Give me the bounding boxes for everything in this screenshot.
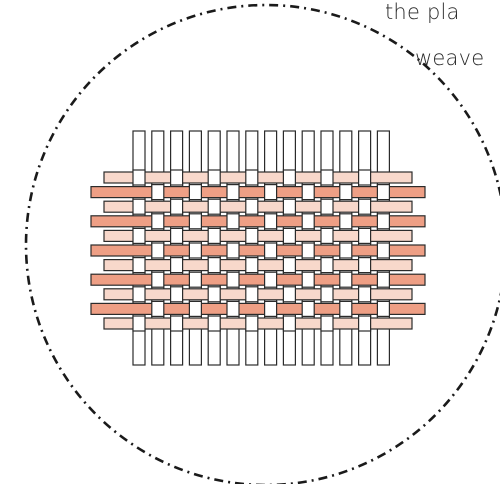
warp-over-segment <box>152 272 164 287</box>
warp-over-segment <box>133 170 145 185</box>
weft-thread <box>91 245 425 256</box>
warp-over-segment <box>265 243 277 258</box>
warp-over-segment <box>321 287 333 302</box>
warp-over-segment <box>227 185 239 200</box>
warp-over-segment <box>227 214 239 229</box>
warp-over-segment <box>133 258 145 273</box>
warp-over-segment <box>133 228 145 243</box>
warp-over-segment <box>359 199 371 214</box>
warp-over-segment <box>359 170 371 185</box>
warp-over-segment <box>377 214 389 229</box>
warp-over-segment <box>133 199 145 214</box>
warp-over-segment <box>189 214 201 229</box>
warp-over-segment <box>171 287 183 302</box>
warp-over-segment <box>359 228 371 243</box>
warp-over-segment <box>171 316 183 331</box>
caption-line-2: weave <box>415 46 484 70</box>
warp-over-segment <box>246 287 258 302</box>
warp-over-segment <box>377 243 389 258</box>
warp-over-segment <box>321 316 333 331</box>
warp-over-segment <box>152 301 164 316</box>
warp-over-segment <box>171 199 183 214</box>
warp-over-segment <box>171 258 183 273</box>
warp-over-segment <box>227 272 239 287</box>
warp-over-segment <box>133 287 145 302</box>
warp-over-segment <box>171 170 183 185</box>
warp-over-segment <box>283 170 295 185</box>
warp-over-segment <box>171 228 183 243</box>
weft-thread <box>91 187 425 198</box>
warp-over-segment <box>340 214 352 229</box>
warp-over-segment <box>302 243 314 258</box>
warp-over-segment <box>227 243 239 258</box>
weft-thread <box>91 274 425 285</box>
warp-over-segment <box>377 301 389 316</box>
warp-over-segment <box>340 243 352 258</box>
weft-thread <box>91 303 425 314</box>
warp-over-segment <box>208 228 220 243</box>
warp-over-segment <box>283 316 295 331</box>
warp-over-segment <box>340 272 352 287</box>
warp-over-segment <box>133 316 145 331</box>
warp-over-segment <box>283 258 295 273</box>
warp-over-segment <box>246 228 258 243</box>
warp-over-segment <box>189 272 201 287</box>
warp-over-segment <box>265 272 277 287</box>
warp-over-segment <box>359 316 371 331</box>
warp-over-segment <box>283 228 295 243</box>
warp-over-segment <box>283 199 295 214</box>
warp-over-segment <box>189 301 201 316</box>
warp-over-segment <box>340 301 352 316</box>
warp-over-segment <box>152 214 164 229</box>
warp-over-segment <box>283 287 295 302</box>
warp-over-segment <box>152 185 164 200</box>
warp-over-segment <box>265 214 277 229</box>
warp-over-segment <box>208 287 220 302</box>
woven-fabric-illustration <box>91 131 425 365</box>
warp-over-segment <box>246 316 258 331</box>
warp-over-segment <box>321 228 333 243</box>
warp-over-segment <box>302 214 314 229</box>
warp-over-segment <box>359 287 371 302</box>
warp-over-segment <box>246 170 258 185</box>
warp-over-segment <box>227 301 239 316</box>
warp-over-segment <box>359 258 371 273</box>
warp-over-segment <box>189 243 201 258</box>
warp-over-segment <box>377 185 389 200</box>
warp-over-segment <box>208 170 220 185</box>
warp-over-segment <box>302 272 314 287</box>
warp-over-segment <box>377 272 389 287</box>
warp-over-segment <box>208 199 220 214</box>
warp-over-segment <box>152 243 164 258</box>
warp-over-segment <box>321 199 333 214</box>
warp-over-segment <box>302 185 314 200</box>
warp-over-segment <box>321 170 333 185</box>
warp-over-segment <box>208 258 220 273</box>
warp-over-segment <box>340 185 352 200</box>
warp-over-segment <box>302 301 314 316</box>
warp-over-segment <box>265 185 277 200</box>
warp-over-segment <box>246 258 258 273</box>
warp-over-segment <box>246 199 258 214</box>
warp-over-segment <box>189 185 201 200</box>
warp-over-segment <box>265 301 277 316</box>
weft-thread <box>91 216 425 227</box>
warp-over-segment <box>321 258 333 273</box>
warp-over-segment <box>208 316 220 331</box>
caption-line-1: the pla <box>385 0 460 24</box>
